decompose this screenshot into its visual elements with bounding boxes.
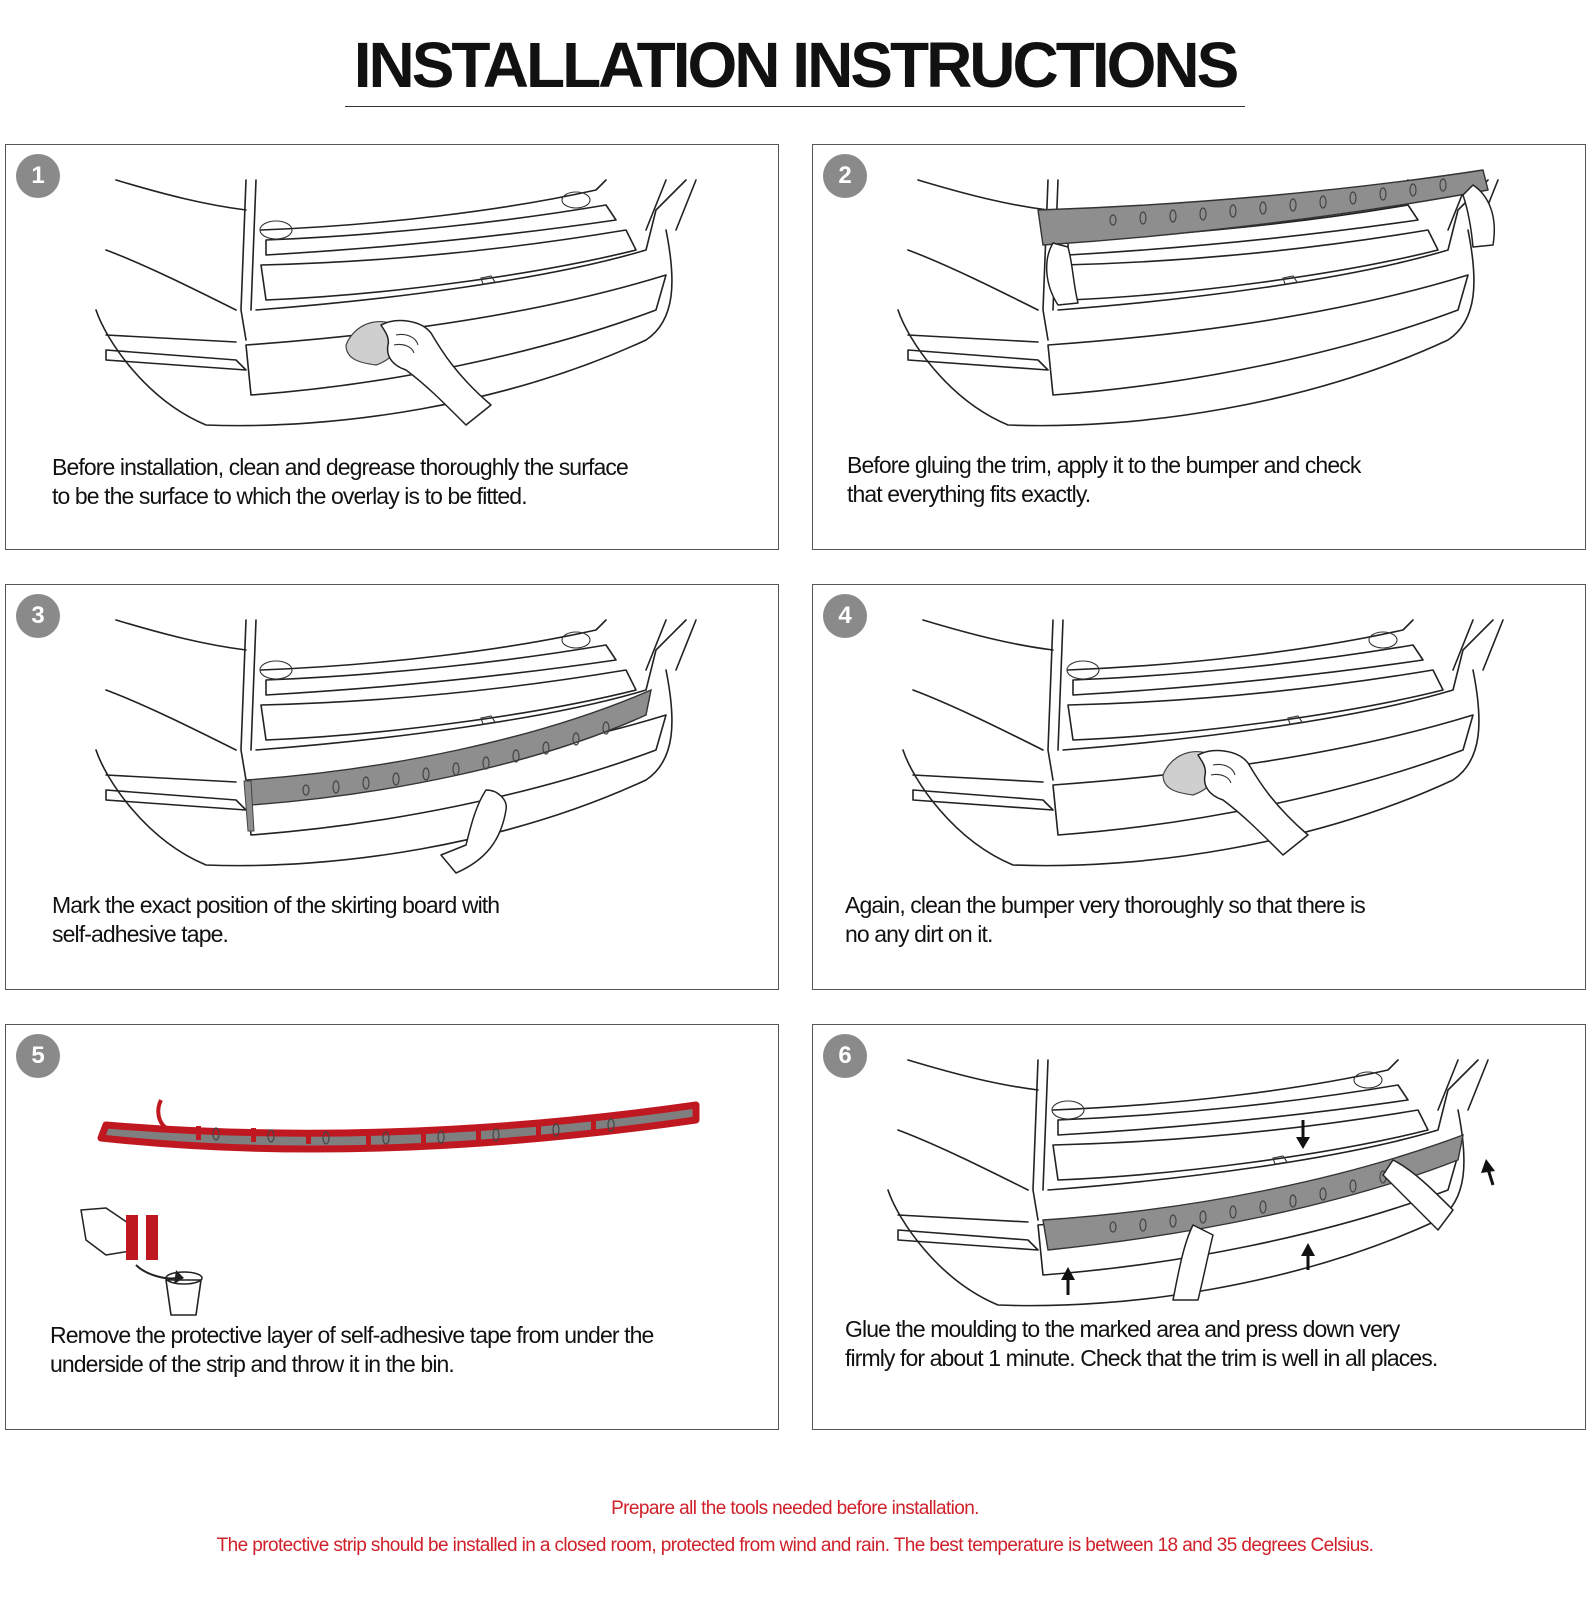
step-number-badge: 5 xyxy=(16,1034,60,1078)
press-arrows xyxy=(1061,1120,1495,1295)
tools-note: Prepare all the tools needed before inst… xyxy=(611,1498,979,1519)
trim-strip-with-red-tape xyxy=(97,1101,700,1153)
right-hand xyxy=(1462,184,1495,248)
step-1-illustration xyxy=(95,179,697,427)
step-panel-1: 1 Before installation, clean and degreas… xyxy=(5,144,779,550)
step-6-illustration xyxy=(887,1059,1495,1307)
step-panel-4: 4 Again, clean the bumper very thoroughl… xyxy=(812,584,1586,990)
tape-piece xyxy=(146,1215,158,1260)
step-text-line: Remove the protective layer of self-adhe… xyxy=(50,1322,654,1348)
arrow-to-bin xyxy=(135,1264,177,1280)
trim-slots xyxy=(212,1118,615,1145)
step-5-illustration xyxy=(80,1099,700,1316)
step-description: Again, clean the bumper very thoroughly … xyxy=(845,891,1545,949)
left-hand xyxy=(1045,242,1079,306)
step-text-line: Before installation, clean and degrease … xyxy=(52,454,629,480)
step-number-badge: 4 xyxy=(823,594,867,638)
hand xyxy=(440,789,507,874)
trim-strip xyxy=(1042,1133,1464,1251)
step-text-line: no any dirt on it. xyxy=(845,921,993,947)
step-2-illustration xyxy=(897,169,1499,427)
tape-piece xyxy=(126,1215,138,1260)
step-text-line: Mark the exact position of the skirting … xyxy=(52,892,500,918)
step-number-badge: 1 xyxy=(16,154,60,198)
peeled-tape xyxy=(156,1099,168,1130)
pressing-hand-left xyxy=(1172,1224,1214,1301)
tape-mark-left xyxy=(243,780,255,832)
step-description: Mark the exact position of the skirting … xyxy=(52,891,752,949)
step-text-line: self-adhesive tape. xyxy=(52,921,229,947)
pressing-hand-right xyxy=(1382,1159,1454,1231)
step-text-line: Again, clean the bumper very thoroughly … xyxy=(845,892,1366,918)
page-title: INSTALLATION INSTRUCTIONS xyxy=(353,29,1240,101)
conditions-note: The protective strip should be installed… xyxy=(216,1535,1374,1556)
step-description: Remove the protective layer of self-adhe… xyxy=(50,1321,750,1379)
step-panel-2: 2 Before gluing the trim, apply it to th… xyxy=(812,144,1586,550)
tape-tabs xyxy=(196,1120,596,1145)
step-number-badge: 2 xyxy=(823,154,867,198)
bin-lid xyxy=(165,1271,203,1285)
step-4-illustration xyxy=(902,619,1504,867)
step-text-line: that everything fits exactly. xyxy=(847,481,1091,507)
step-panel-3: 3 Mark the exact position of the skirtin… xyxy=(5,584,779,990)
step-panel-5: 5 Remove the protective layer of self- xyxy=(5,1024,779,1430)
step-description: Before gluing the trim, apply it to the … xyxy=(847,451,1547,509)
step-text-line: Glue the moulding to the marked area and… xyxy=(845,1316,1400,1342)
title-underline xyxy=(345,106,1245,107)
step-panel-6: 6 Glue the moulding to the marked area a… xyxy=(812,1024,1586,1430)
trim-slots xyxy=(1109,1170,1387,1233)
step-3-illustration xyxy=(95,619,697,874)
trim-slots xyxy=(302,721,610,796)
step-text-line: Before gluing the trim, apply it to the … xyxy=(847,452,1361,478)
step-text-line: to be the surface to which the overlay i… xyxy=(52,483,528,509)
step-description: Glue the moulding to the marked area and… xyxy=(845,1315,1545,1373)
step-description: Before installation, clean and degrease … xyxy=(52,453,752,511)
trim-slots xyxy=(1109,178,1447,226)
step-number-badge: 3 xyxy=(16,594,60,638)
step-text-line: underside of the strip and throw it in t… xyxy=(50,1351,455,1377)
step-text-line: firmly for about 1 minute. Check that th… xyxy=(845,1345,1438,1371)
trim-strip xyxy=(1037,169,1489,246)
bin-icon xyxy=(165,1279,202,1316)
trim-strip xyxy=(245,688,652,806)
step-number-badge: 6 xyxy=(823,1034,867,1078)
